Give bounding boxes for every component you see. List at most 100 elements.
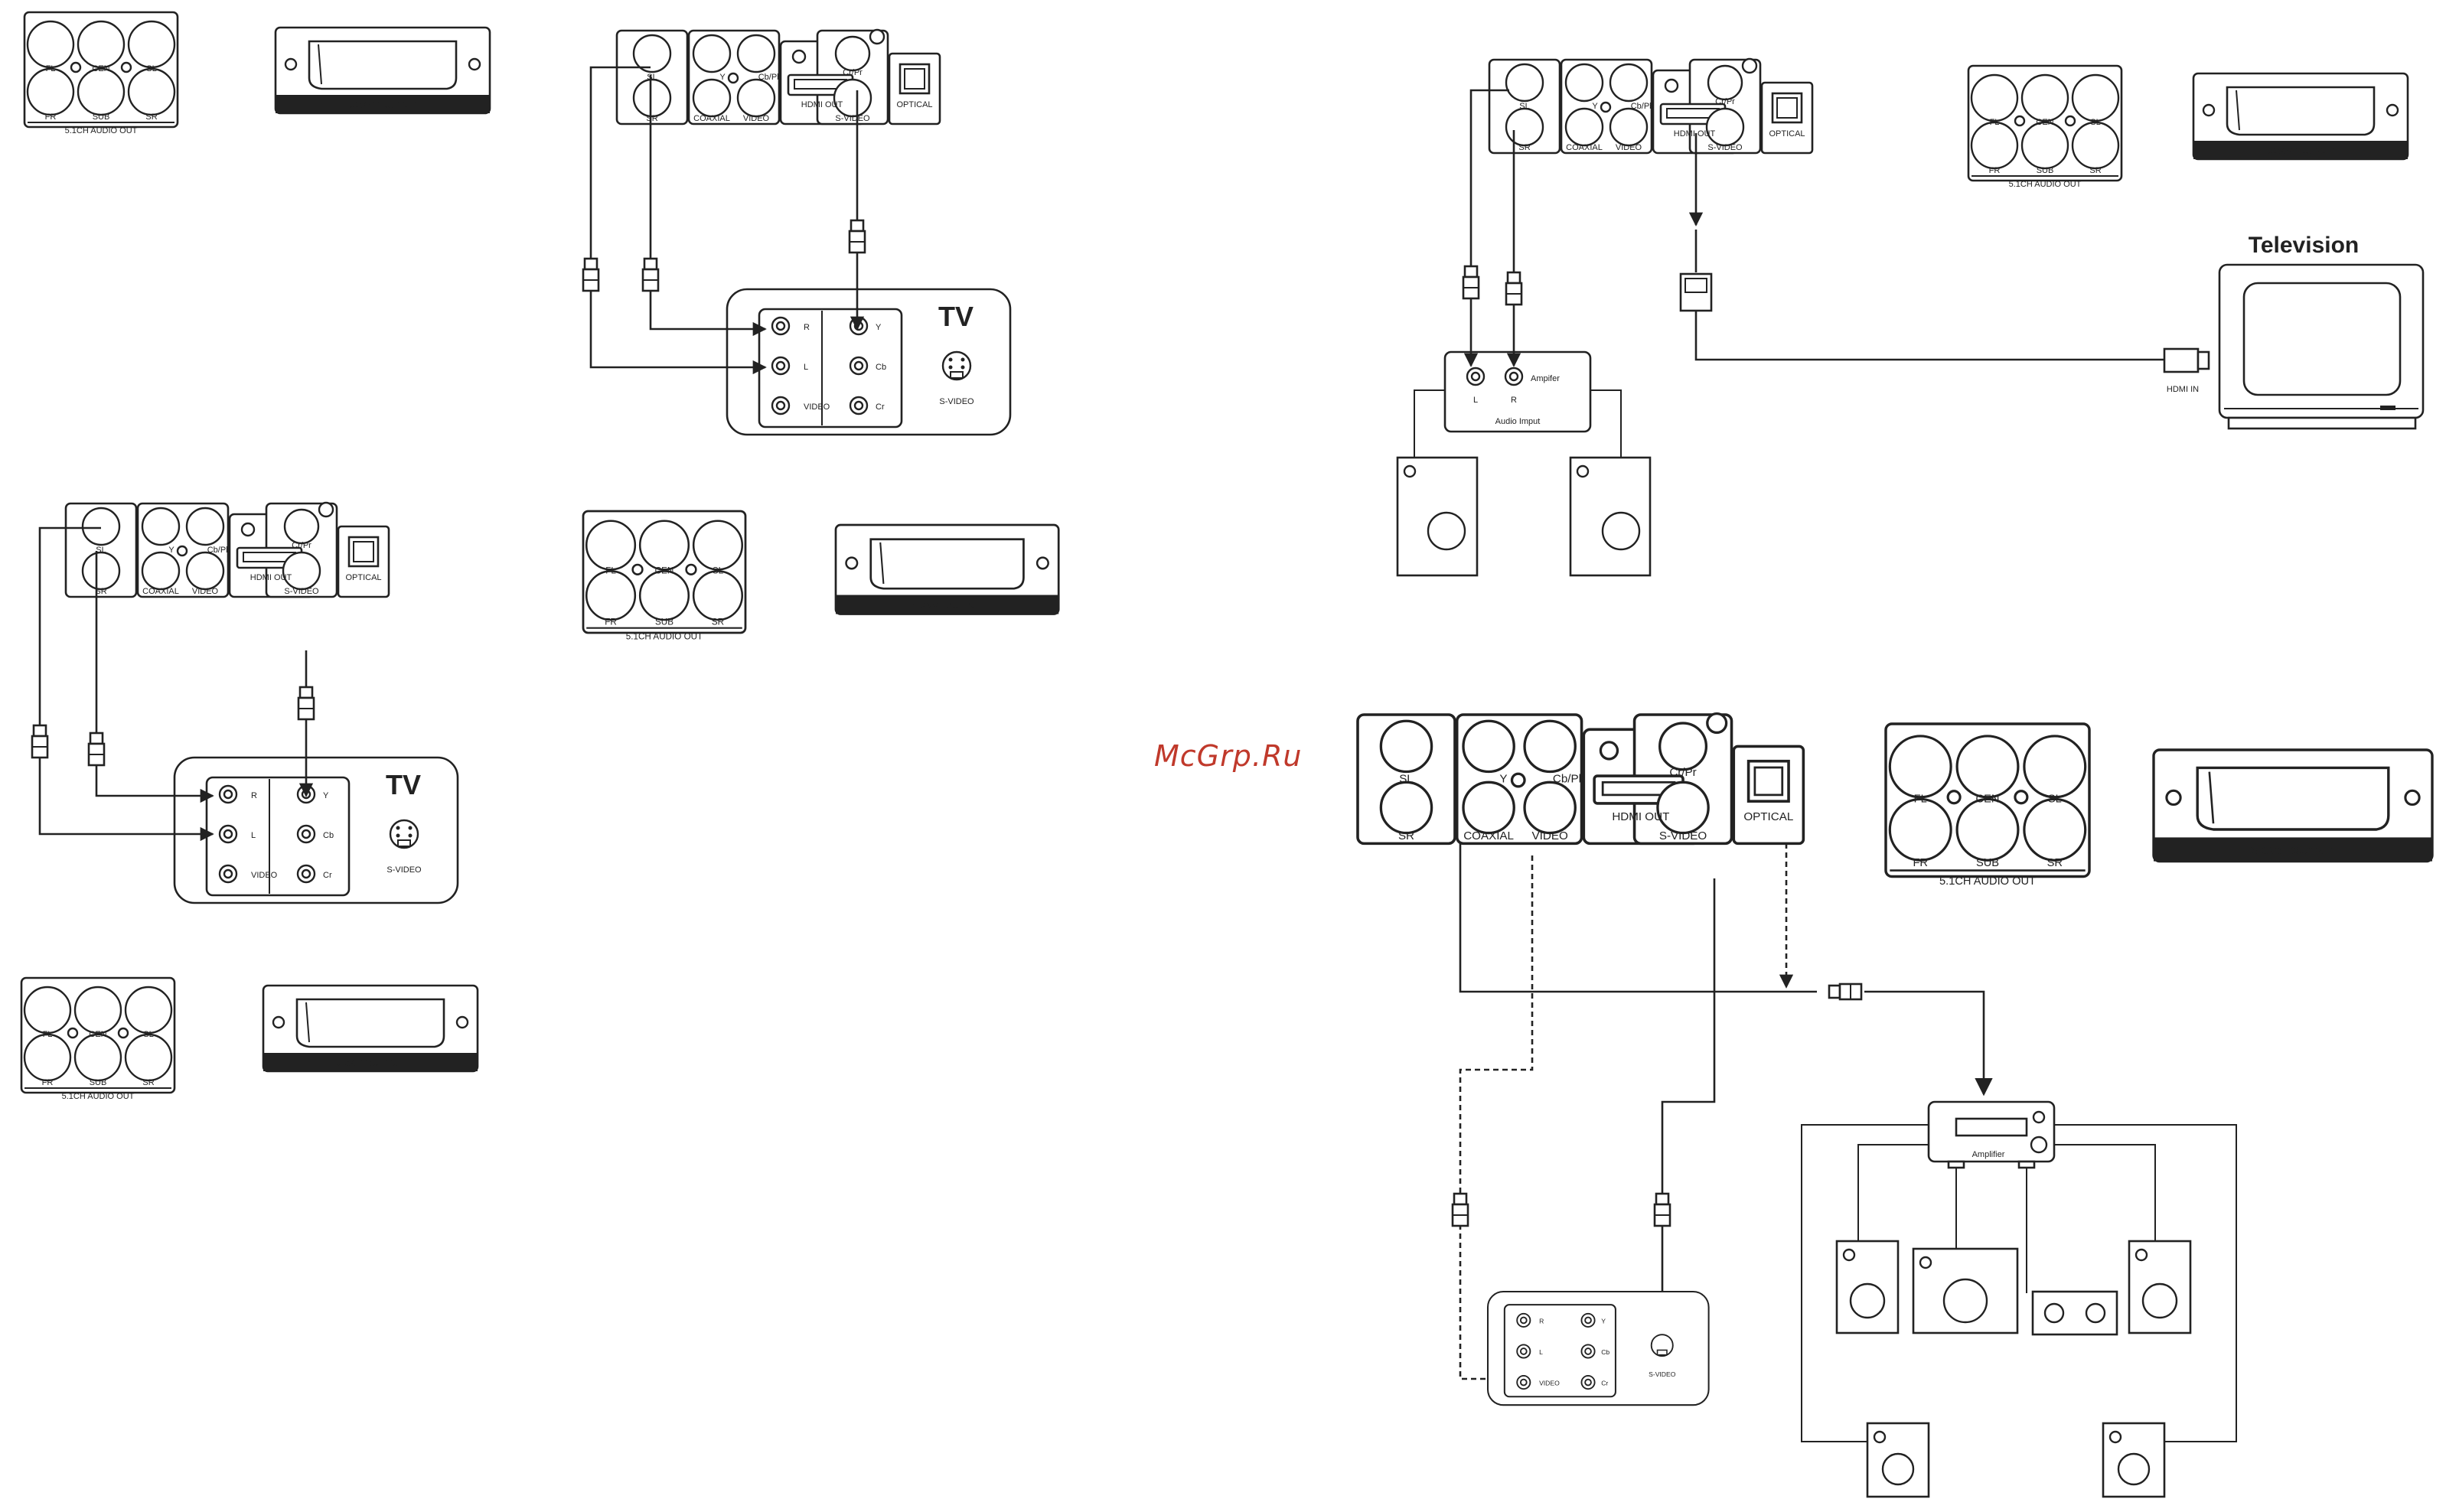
label-audio-title: 5.1CH AUDIO OUT: [62, 1092, 135, 1101]
plug-l-diagram-2: [31, 724, 49, 759]
amp-stereo-label-input: Audio Imput: [1495, 417, 1541, 426]
label-optical: OPTICAL: [896, 100, 932, 109]
speaker-tweeter: [2108, 1430, 2122, 1444]
plug-coaxial-diagram-4: [1828, 982, 1863, 1001]
cable-coaxial-diagram-4: [1459, 843, 1817, 993]
optical-port-inner: [353, 541, 374, 562]
label-fl: FL: [1990, 118, 2000, 127]
tv-label-video: VIDEO: [1539, 1379, 1560, 1387]
tv-title: TV: [386, 769, 421, 800]
svideo-pin-3: [960, 365, 965, 370]
jack-sl: [1505, 63, 1544, 103]
jack-coaxial: [692, 78, 732, 118]
label-coaxial: COAXIAL: [693, 114, 730, 123]
plug-collar: [32, 724, 47, 738]
amp-51-led: [2032, 1110, 2046, 1124]
label-optical: OPTICAL: [1743, 810, 1793, 823]
label-sl: SL: [713, 566, 724, 576]
jack-audio-top-0: [26, 20, 75, 69]
tv-label-y: Y: [876, 323, 882, 332]
jack-sl: [1379, 719, 1433, 774]
jack-audio-bottom-0: [26, 67, 75, 116]
label-sr: SR: [142, 1078, 154, 1087]
label-coaxial: COAXIAL: [142, 587, 179, 596]
speaker-wire-left-3: [1414, 389, 1445, 459]
jack-cb: [1523, 719, 1577, 774]
cable-r-diagram-1: [649, 75, 767, 337]
jack-y: [692, 34, 732, 73]
watermark-text: McGrp.Ru: [1154, 739, 1303, 773]
optical-port-inner: [1753, 766, 1784, 797]
scart-label-band: [263, 1053, 478, 1071]
tv-jack-r-pin: [1519, 1316, 1528, 1325]
label-video: VIDEO: [1532, 829, 1568, 842]
label-fl: FL: [1914, 793, 1927, 805]
cable-l-diagram-2: [38, 526, 214, 842]
cable-hdmi-run-3: [1694, 311, 2164, 361]
jack-audio-bottom-2: [692, 570, 744, 621]
panel-screw: [2014, 790, 2029, 805]
amp-51-title: Amplifier: [1972, 1150, 2005, 1159]
plug-collar: [1655, 1192, 1670, 1206]
cable-r-diagram-2: [95, 551, 214, 803]
plug-video-diagram-4: [1451, 1192, 1469, 1227]
label-fl: FL: [605, 566, 616, 576]
label-coaxial: COAXIAL: [1463, 829, 1514, 842]
scart-screw-right: [1035, 556, 1049, 570]
label-scart-output: SCART OUTPUT: [338, 1059, 403, 1068]
speaker-tweeter: [1873, 1430, 1887, 1444]
label-sub: SUB: [1976, 857, 1999, 869]
label-fl: FL: [43, 1030, 53, 1039]
plug-collar: [89, 732, 104, 745]
jack-audio-top-2: [127, 20, 176, 69]
tv-stand: [2227, 416, 2417, 430]
jack-svideo: [833, 78, 872, 118]
scart-screw-right: [2404, 789, 2421, 807]
label-hdmi-out: HDMI OUT: [801, 100, 843, 109]
speaker-woofer-0: [1849, 1282, 1886, 1319]
label-hdmi-in: HDMI IN: [2167, 385, 2199, 394]
tv-jack-l-pin: [775, 360, 786, 371]
scart-screw-right: [455, 1015, 469, 1029]
scart-socket-edge: [2236, 90, 2240, 131]
tv-label-s-video: S-VIDEO: [1649, 1370, 1676, 1378]
jack-audio-top-0: [1888, 735, 1952, 799]
tv-label-r: R: [804, 323, 810, 332]
speaker-subwoofer: [2031, 1290, 2118, 1336]
plug-collar: [643, 257, 658, 271]
label-cen: CEN: [92, 64, 109, 73]
amp-51-display: [1955, 1117, 2028, 1137]
speaker-tweeter: [1919, 1256, 1932, 1269]
label-sl: SL: [1399, 772, 1414, 785]
scart-screw-left: [845, 556, 859, 570]
amp-stereo-label-r: R: [1511, 396, 1517, 405]
jack-audio-top-1: [638, 520, 690, 571]
jack-y: [141, 507, 181, 546]
tv-jack-y-pin: [853, 321, 864, 331]
panel-screw: [117, 1027, 129, 1039]
tv-jack-cr-pin: [853, 400, 864, 411]
plug-collar: [298, 686, 314, 699]
jack-sr: [1505, 107, 1544, 147]
jack-audio-top-0: [1970, 73, 2019, 122]
label-s-video: S-VIDEO: [284, 587, 319, 596]
scart-label-band: [836, 595, 1059, 614]
plug-l-diagram-3: [1462, 265, 1480, 300]
jack-audio-bottom-0: [1888, 797, 1952, 862]
tv-jack-cr-pin: [301, 868, 311, 879]
panel-screw: [67, 1027, 79, 1039]
plug-y-diagram-1: [848, 219, 866, 254]
label-fr: FR: [1913, 857, 1928, 869]
label-scart-output: SCART OUTPUT: [2268, 147, 2333, 156]
label-y: Y: [168, 546, 174, 555]
speaker-center: [1912, 1247, 2019, 1334]
label-hdmi-out: HDMI OUT: [1674, 129, 1716, 138]
jack-audio-bottom-2: [2023, 797, 2087, 862]
